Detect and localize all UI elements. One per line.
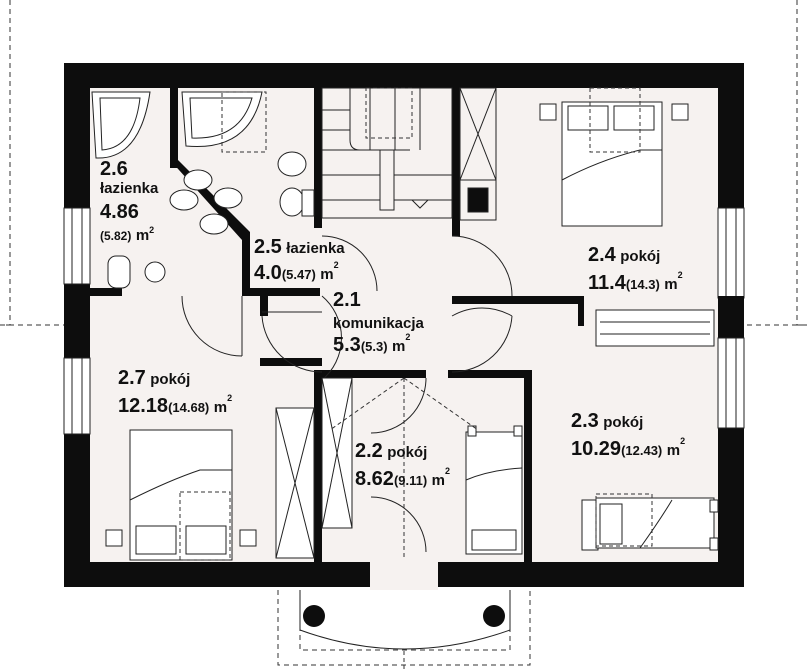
- room-name: pokój: [620, 248, 661, 265]
- room-area: 4.86: [100, 201, 139, 223]
- room-label-2-3: 2.3 pokój 10.29(12.43) m2: [571, 411, 685, 459]
- room-number: 2.7: [118, 367, 146, 389]
- windows: [63, 207, 745, 435]
- room-label-2-6: 2.6 łazienka 4.86 (5.82) m2: [100, 159, 158, 244]
- room-label-2-5: 2.5 łazienka 4.0(5.47) m2: [254, 237, 345, 283]
- area-unit: m: [213, 399, 228, 416]
- room-2-3-furniture: [581, 497, 719, 551]
- room-area-gross: (5.47): [281, 267, 316, 282]
- room-2-2-dashed: [329, 377, 479, 669]
- room-area: 10.29: [571, 438, 622, 460]
- room-area-gross: (5.82): [100, 229, 132, 243]
- room-area: 12.18: [118, 395, 169, 417]
- room-label-2-4: 2.4 pokój 11.4(14.3) m2: [588, 245, 683, 293]
- room-area: 8.62: [355, 468, 394, 490]
- room-2-7-furniture: [105, 407, 315, 561]
- room-number: 2.6: [100, 158, 128, 180]
- room-area-gross: (14.68): [168, 400, 210, 415]
- bath-2-6-fixtures: [91, 91, 243, 289]
- room-name: pokój: [603, 414, 644, 431]
- room-2-4-furniture: [539, 101, 715, 347]
- area-unit: m: [392, 338, 406, 355]
- room-area-gross: (5.3): [360, 339, 388, 354]
- room-number: 2.3: [571, 410, 599, 432]
- area-unit-sup: 2: [405, 332, 411, 342]
- area-unit: m: [431, 472, 445, 489]
- area-unit-sup: 2: [333, 260, 339, 270]
- bath-2-5-dashed: [221, 91, 267, 153]
- room-number: 2.2: [355, 440, 383, 462]
- room-2-3-dashed: [595, 493, 653, 547]
- room-area-gross: (12.43): [621, 443, 663, 458]
- area-unit-sup: 2: [227, 393, 233, 403]
- room-label-2-1: 2.1 komunikacja 5.3(5.3) m2: [333, 290, 424, 355]
- room-area: 5.3: [333, 334, 361, 356]
- balcony: [299, 560, 511, 650]
- area-unit: m: [664, 276, 678, 293]
- room-label-2-2: 2.2 pokój 8.62(9.11) m2: [355, 441, 450, 489]
- staircase: [321, 87, 453, 219]
- room-area-gross: (14.3): [625, 277, 660, 292]
- room-2-7-dashed: [179, 491, 231, 561]
- room-number: 2.1: [333, 289, 361, 311]
- room-label-2-7: 2.7 pokój 12.18(14.68) m2: [118, 368, 232, 416]
- room-name: komunikacja: [333, 315, 424, 332]
- area-unit-sup: 2: [149, 225, 155, 235]
- stair-dashed-outline: [365, 87, 413, 139]
- bath-2-5-fixtures: [181, 91, 315, 217]
- room-area: 4.0: [254, 262, 282, 284]
- room-name: łazienka: [286, 240, 345, 257]
- room-name: łazienka: [100, 180, 159, 197]
- room-number: 2.5: [254, 236, 282, 258]
- area-unit: m: [135, 227, 150, 244]
- room-number: 2.4: [588, 244, 616, 266]
- room-area: 11.4: [588, 272, 626, 294]
- room-area-gross: (9.11): [393, 473, 428, 488]
- door-swings: [181, 235, 513, 553]
- area-unit-sup: 2: [677, 270, 683, 280]
- interior-walls: [90, 88, 744, 562]
- room-name: pokój: [150, 371, 191, 388]
- room-2-2-furniture: [321, 377, 523, 555]
- room-2-4-dashed: [589, 87, 641, 153]
- area-unit-sup: 2: [444, 466, 450, 476]
- closet: [459, 87, 497, 221]
- room-name: pokój: [387, 444, 428, 461]
- area-unit: m: [320, 266, 334, 283]
- area-unit: m: [666, 442, 681, 459]
- area-unit-sup: 2: [680, 436, 686, 446]
